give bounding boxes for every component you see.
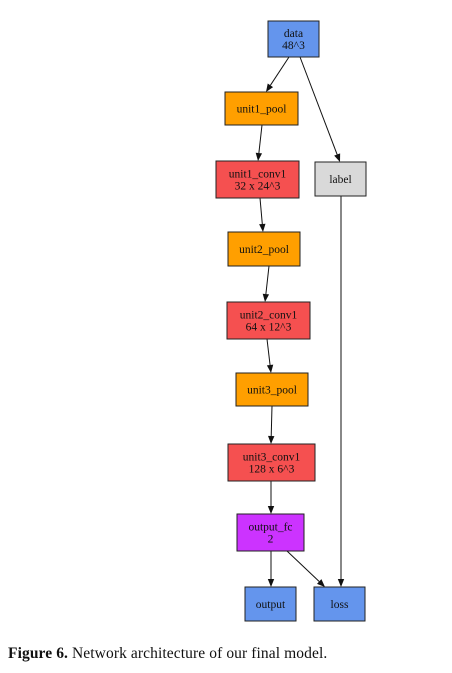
edge-line — [270, 405, 273, 437]
node-title: unit1_conv1 — [229, 169, 287, 181]
arrowhead-icon — [259, 223, 266, 232]
edge-unit1_pool-to-unit1_conv1 — [255, 124, 263, 161]
edge-unit2_pool-to-unit2_conv1 — [262, 265, 270, 302]
arrowhead-icon — [316, 579, 325, 587]
node-unit3-pool: unit3_pool — [235, 372, 309, 407]
node-title: loss — [331, 599, 349, 611]
node-title: unit1_pool — [237, 104, 287, 116]
edge-unit3_pool-to-unit3_conv1 — [268, 405, 275, 444]
node-title: data — [284, 28, 303, 40]
node-shape-label: 32 x 24^3 — [235, 181, 281, 193]
node-box — [267, 20, 320, 58]
caption-text: Network architecture of our final model. — [68, 645, 328, 662]
arrowhead-icon — [267, 579, 275, 587]
node-title: output — [256, 599, 286, 611]
node-title: unit3_pool — [247, 385, 297, 397]
node-box — [236, 513, 305, 552]
edge-line — [286, 550, 320, 582]
edge-line — [258, 124, 263, 154]
edges-layer — [255, 56, 345, 587]
node-box — [227, 443, 316, 482]
node-loss: loss — [313, 586, 366, 622]
node-title: unit3_conv1 — [243, 452, 301, 464]
node-title: label — [329, 174, 351, 186]
edge-unit3_conv1-to-output_fc — [267, 481, 275, 514]
node-shape-label: 48^3 — [282, 40, 305, 52]
node-unit1-pool: unit1_pool — [224, 91, 299, 126]
edge-line — [299, 56, 338, 155]
node-title: unit2_conv1 — [240, 310, 298, 322]
node-output-fc: output_fc2 — [236, 513, 305, 552]
edge-data-to-unit1_pool — [266, 56, 290, 92]
node-box — [227, 231, 301, 267]
node-title: output_fc — [248, 522, 292, 534]
edge-line — [259, 197, 263, 225]
node-shape-label: 128 x 6^3 — [249, 464, 295, 476]
node-box — [314, 161, 367, 197]
edge-line — [269, 56, 290, 86]
node-unit2-pool: unit2_pool — [227, 231, 301, 267]
edge-label-to-loss — [337, 196, 345, 587]
node-label: label — [314, 161, 367, 197]
arrowhead-icon — [266, 83, 274, 92]
edge-output_fc-to-output — [267, 551, 275, 587]
node-shape-label: 64 x 12^3 — [246, 322, 292, 334]
arrowhead-icon — [255, 152, 263, 161]
figure-label: Figure 6. — [8, 645, 69, 662]
edge-unit1_conv1-to-unit2_pool — [259, 197, 266, 232]
node-box — [244, 586, 297, 622]
edge-unit2_conv1-to-unit3_pool — [266, 338, 274, 373]
arrowhead-icon — [267, 506, 275, 514]
node-box — [226, 301, 311, 340]
edge-output_fc-to-loss — [286, 550, 325, 587]
arrowhead-icon — [268, 435, 275, 444]
arrowhead-icon — [266, 364, 274, 373]
edge-line — [265, 265, 270, 295]
arrowhead-icon — [262, 293, 270, 302]
node-title: unit2_pool — [239, 244, 289, 256]
edge-line — [266, 338, 271, 366]
edge-data-to-label — [299, 56, 341, 162]
node-shape-label: 2 — [268, 534, 274, 546]
arrowhead-icon — [334, 153, 341, 162]
node-box — [313, 586, 366, 622]
figure-caption: Figure 6. Network architecture of our fi… — [8, 645, 448, 663]
node-output: output — [244, 586, 297, 622]
node-box — [235, 372, 309, 407]
node-box — [224, 91, 299, 126]
arrowhead-icon — [337, 579, 345, 587]
node-box — [215, 160, 300, 199]
